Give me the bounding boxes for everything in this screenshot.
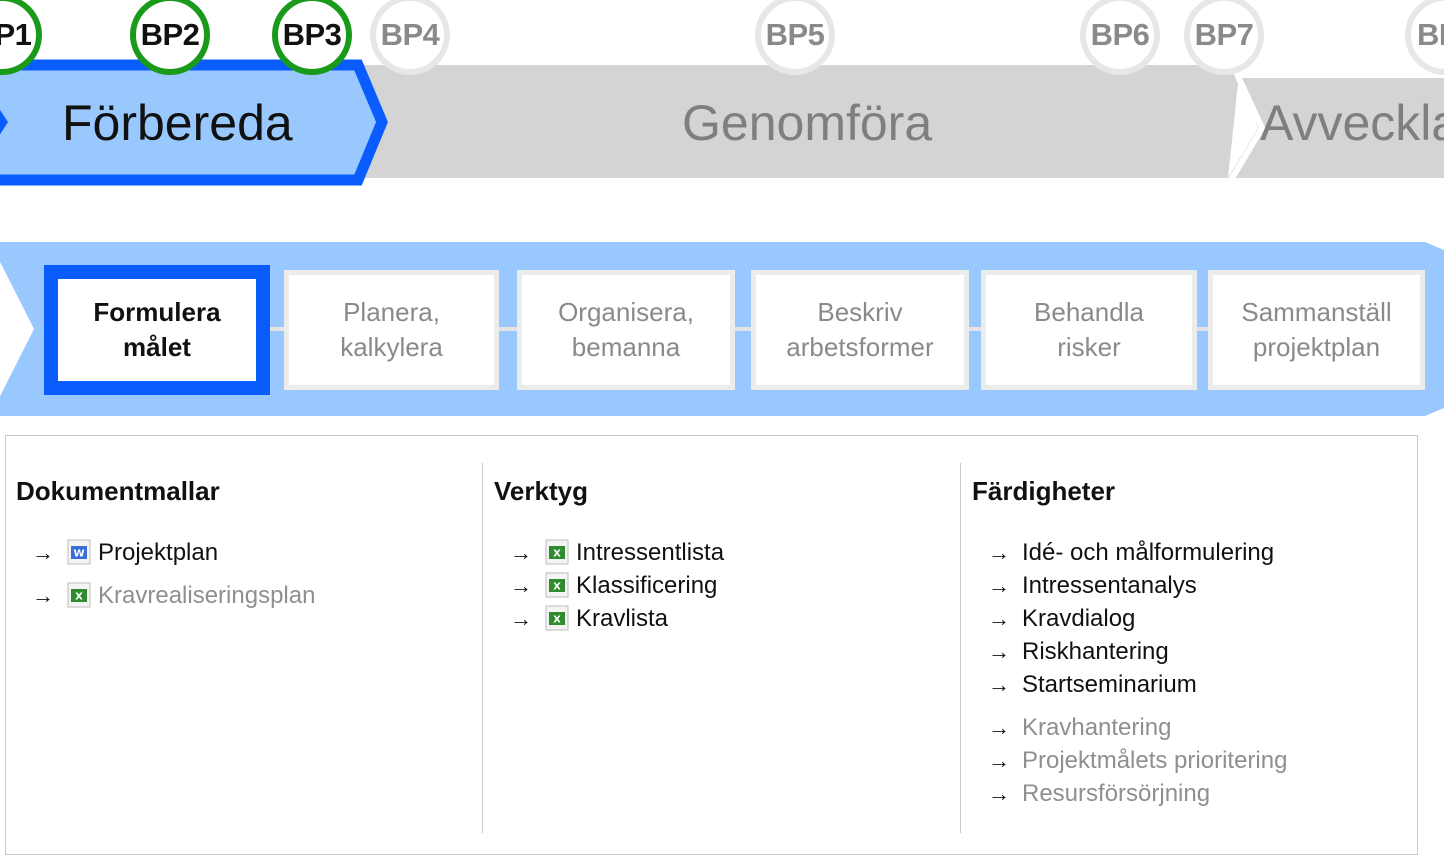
step-planera-kalkylera-text: Planera,kalkylera xyxy=(340,297,443,362)
step-planera-kalkylera[interactable]: Planera,kalkylera xyxy=(284,270,499,390)
milestone-bp7-label: BP7 xyxy=(1194,17,1254,52)
milestone-bp2[interactable]: BP2 xyxy=(130,0,210,75)
svg-text:X: X xyxy=(553,614,561,625)
milestone-bp5[interactable]: BP5 xyxy=(755,0,835,75)
kravhantering-label: Kravhantering xyxy=(1022,714,1172,741)
list-item-kravdialog[interactable]: → Kravdialog xyxy=(988,602,1287,635)
phase-avveckla-shape[interactable] xyxy=(1228,78,1444,178)
list-item-projektmalets-prioritering[interactable]: → Projektmålets prioritering xyxy=(988,744,1287,777)
phase-label-forbereda[interactable]: Förbereda xyxy=(62,95,293,151)
arrow-right-icon: → xyxy=(988,606,1010,631)
skills-list: → Idé- och målformulering → Intressentanal… xyxy=(988,536,1287,810)
milestone-bp6-label: BP6 xyxy=(1090,17,1150,52)
list-item-resursforsorjning[interactable]: → Resursförsörjning xyxy=(988,777,1287,810)
arrow-right-icon: → xyxy=(988,540,1010,565)
excel-document-icon: X xyxy=(545,605,569,631)
list-item-kravhantering[interactable]: → Kravhantering xyxy=(988,711,1287,744)
list-item-projektplan[interactable]: → W Projektplan xyxy=(32,536,315,569)
list-item-ide-och-malformulering[interactable]: → Idé- och målformulering xyxy=(988,536,1287,569)
milestone-bp1[interactable]: BP1 xyxy=(0,0,42,75)
list-item-intressentanalys[interactable]: → Intressentanalys xyxy=(988,569,1287,602)
skills-title: Färdigheter xyxy=(972,476,1116,506)
milestone-bp3-label: BP3 xyxy=(282,17,342,52)
svg-text:X: X xyxy=(75,591,83,602)
kravrealiseringsplan-label: Kravrealiseringsplan xyxy=(98,582,316,609)
intressentlista-label: Intressentlista xyxy=(576,539,725,566)
tools-list: → X Intressentlista → X Klassificering → X Kra… xyxy=(510,536,724,635)
list-item-startseminarium[interactable]: → Startseminarium xyxy=(988,668,1287,701)
phase-band xyxy=(0,59,1444,187)
phase-label-genomfora[interactable]: Genomföra xyxy=(682,95,933,151)
list-item-klassificering[interactable]: → X Klassificering xyxy=(510,569,724,602)
arrow-right-icon: → xyxy=(988,672,1010,697)
phase-forbereda-notch xyxy=(0,110,8,135)
resursforsorjning-label: Resursförsörjning xyxy=(1022,780,1211,807)
step-organisera-bemanna[interactable]: Organisera,bemanna xyxy=(517,270,735,390)
milestone-bp4-label: BP4 xyxy=(380,17,440,52)
arrow-right-icon: → xyxy=(510,573,532,598)
phase-label-avveckla[interactable]: Avveckla xyxy=(1260,95,1444,151)
steps-band-left-notch xyxy=(0,285,18,373)
arrow-right-icon: → xyxy=(32,583,54,608)
startseminarium-label: Startseminarium xyxy=(1022,671,1197,698)
excel-document-icon: X xyxy=(545,539,569,565)
tools-title: Verktyg xyxy=(494,476,588,506)
excel-document-icon: X xyxy=(545,572,569,598)
list-item-riskhantering[interactable]: → Riskhantering xyxy=(988,635,1287,668)
milestone-bp1-label: BP1 xyxy=(0,17,32,52)
content-panel xyxy=(5,435,1418,855)
arrow-right-icon: → xyxy=(988,573,1010,598)
kravdialog-label: Kravdialog xyxy=(1022,605,1136,632)
arrow-right-icon: → xyxy=(988,639,1010,664)
step-organisera-bemanna-text: Organisera,bemanna xyxy=(558,297,694,362)
milestone-bp2-label: BP2 xyxy=(140,17,200,52)
arrow-right-icon: → xyxy=(510,606,532,631)
arrow-right-icon: → xyxy=(988,715,1010,740)
svg-text:W: W xyxy=(73,548,84,559)
intressentanalys-label: Intressentanalys xyxy=(1022,572,1197,599)
arrow-right-icon: → xyxy=(988,748,1010,773)
column-divider-2 xyxy=(960,463,961,833)
milestone-bp8-label: BP8 xyxy=(1417,17,1444,52)
svg-text:X: X xyxy=(553,581,561,592)
excel-document-icon: X xyxy=(67,582,91,608)
svg-text:X: X xyxy=(553,548,561,559)
milestone-bp6[interactable]: BP6 xyxy=(1080,0,1160,75)
milestone-bp5-label: BP5 xyxy=(765,17,825,52)
arrow-right-icon: → xyxy=(988,781,1010,806)
milestone-bp4[interactable]: BP4 xyxy=(370,0,450,75)
column-divider-1 xyxy=(482,463,483,833)
milestone-bp7[interactable]: BP7 xyxy=(1184,0,1264,75)
list-item-kravlista[interactable]: → X Kravlista xyxy=(510,602,724,635)
kravlista-label: Kravlista xyxy=(576,605,669,632)
ide-och-malformulering-label: Idé- och målformulering xyxy=(1022,539,1275,566)
list-item-kravrealiseringsplan[interactable]: → X Kravrealiseringsplan xyxy=(32,579,315,612)
riskhantering-label: Riskhantering xyxy=(1022,638,1169,665)
arrow-right-icon: → xyxy=(32,540,54,565)
documents-title: Dokumentmallar xyxy=(16,476,220,506)
list-item-intressentlista[interactable]: → X Intressentlista xyxy=(510,536,724,569)
klassificering-label: Klassificering xyxy=(576,572,718,599)
phase-genomfora-shape[interactable] xyxy=(355,65,1240,178)
projektplan-label: Projektplan xyxy=(98,539,219,566)
projektmalets-prioritering-label: Projektmålets prioritering xyxy=(1022,747,1288,774)
arrow-right-icon: → xyxy=(510,540,532,565)
milestone-bp3[interactable]: BP3 xyxy=(272,0,352,75)
phase-separator xyxy=(1225,70,1266,187)
documents-list: → W Projektplan → X Kravrealiseringsplan xyxy=(32,536,315,612)
word-document-icon: W xyxy=(67,539,91,565)
